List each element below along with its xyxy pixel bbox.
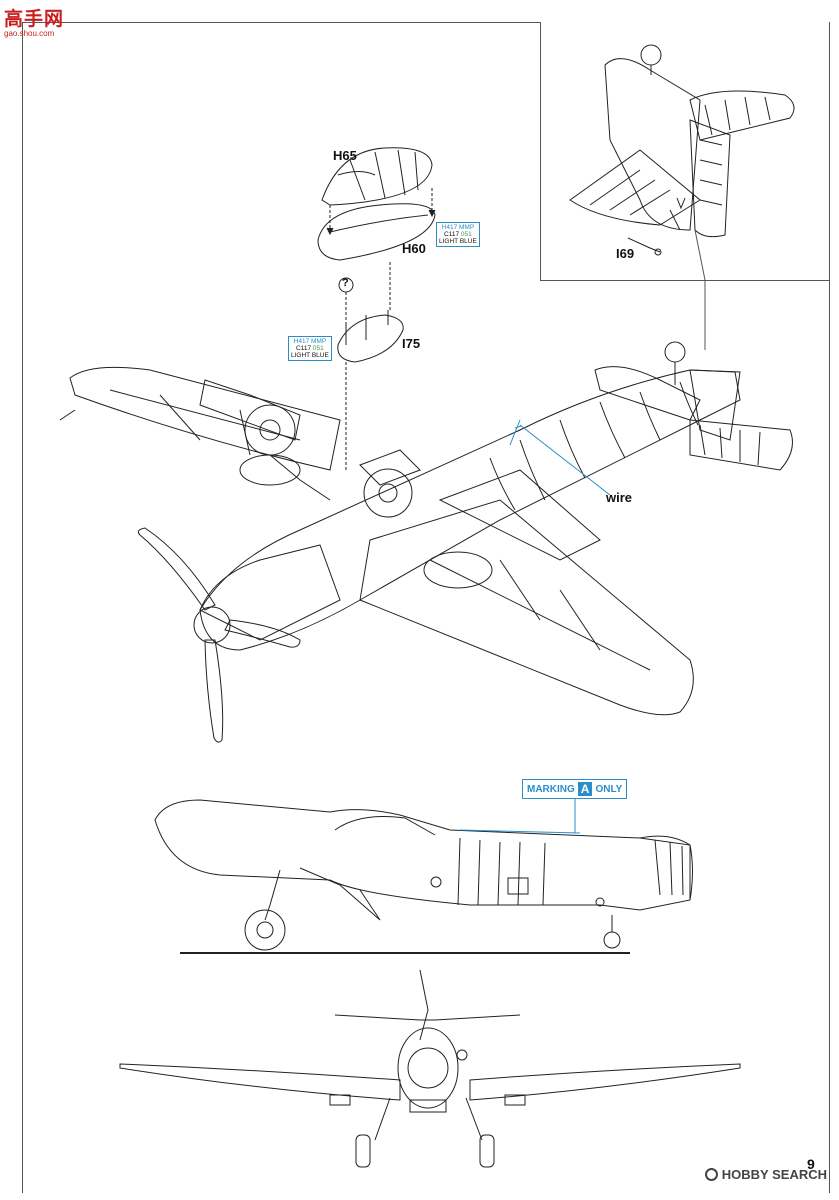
hobby-search-ring-icon [704,1168,718,1181]
marking-prefix: MARKING [527,783,575,795]
hobby-search-logo: HOBBY SEARCH [704,1167,827,1182]
paint-callout-h60: H417 MMP C117 051 LIGHT BLUE [436,222,480,247]
label-wire: wire [606,490,633,505]
watermark-logo: 高手网 gao.shou.com [4,4,64,38]
marking-letter: A [577,782,593,796]
part-i75 [337,262,404,470]
question-mark: ? [342,277,349,289]
canopy-assembly [317,147,436,261]
hobby-search-text: HOBBY SEARCH [721,1167,827,1182]
inset-tail-drawing [569,44,795,350]
marking-a-only-callout: MARKING A ONLY [522,779,628,799]
marking-suffix: ONLY [595,783,623,795]
label-h65: H65 [333,148,357,163]
page-number: 9 [807,1156,815,1172]
tail-detail-inset [540,22,829,281]
watermark-sub: gao.shou.com [4,29,55,38]
label-i69: I69 [616,246,635,261]
label-h60: H60 [402,241,426,256]
page-frame [22,22,830,1193]
watermark-text: 高手网 [4,9,65,30]
side-profile-view [154,795,693,954]
label-i75: I75 [402,336,421,351]
paint-callout-i75: H417 MMP C117 051 LIGHT BLUE [288,336,332,361]
front-view [119,969,741,1168]
main-aircraft-view [59,341,793,743]
